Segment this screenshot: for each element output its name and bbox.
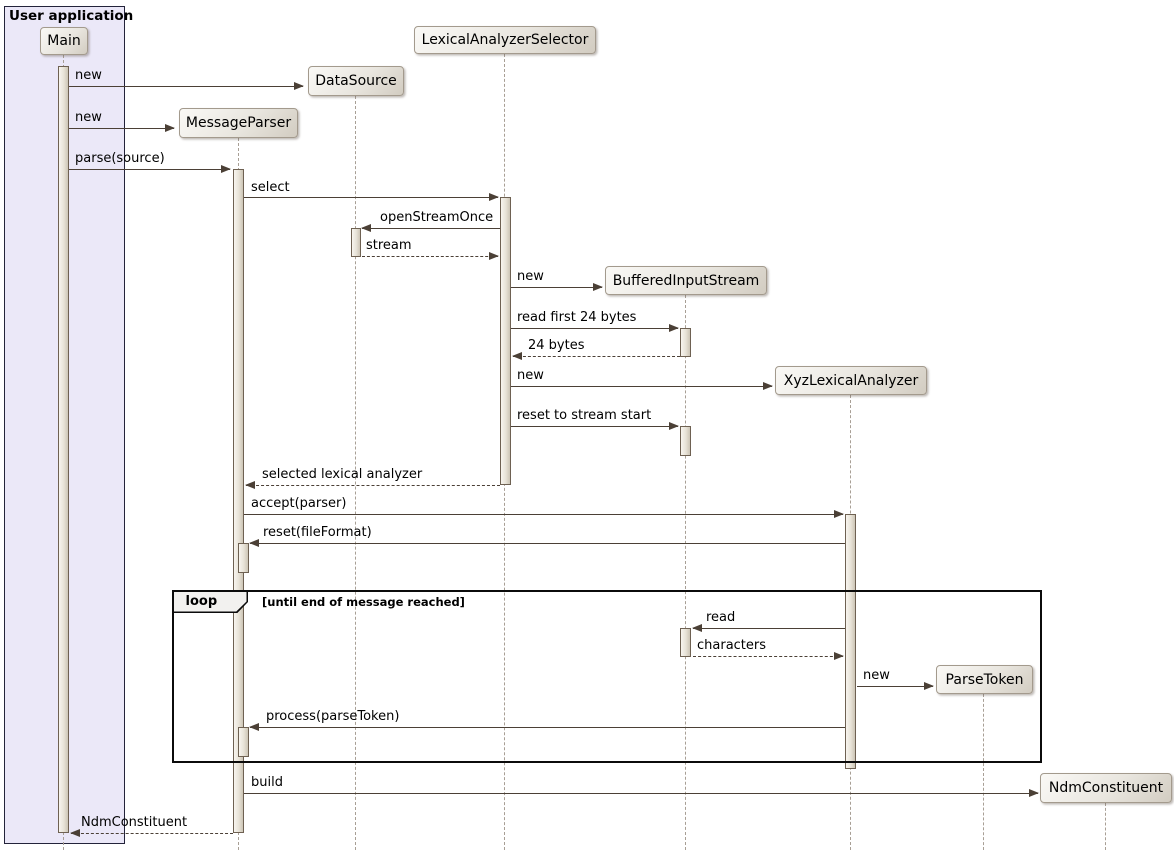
message-arrow <box>69 164 231 173</box>
message-return-arrow <box>70 828 233 837</box>
message-label: build <box>251 775 283 790</box>
participant-parse-token: ParseToken <box>936 665 1033 694</box>
message-label: openStreamOnce <box>380 210 494 225</box>
message-arrow <box>69 81 304 90</box>
arrowhead-right-icon <box>489 192 499 201</box>
message-label: new <box>75 110 102 125</box>
arrowhead-right-icon <box>221 164 231 173</box>
message-arrow <box>511 381 773 390</box>
arrowhead-right-icon <box>489 251 499 260</box>
arrowhead-left-icon <box>249 538 259 547</box>
activation-xyz-lexical-analyzer <box>845 514 856 769</box>
activation-message-parser-reset <box>238 543 249 573</box>
message-arrow <box>511 282 603 291</box>
participant-ndm-constituent: NdmConstituent <box>1040 773 1172 803</box>
message-label: read first 24 bytes <box>517 310 637 325</box>
message-label: parse(source) <box>75 151 165 166</box>
participant-buffered-input-stream: BufferedInputStream <box>605 266 767 295</box>
message-arrow <box>249 538 845 547</box>
participant-xyz-lexical-analyzer: XyzLexicalAnalyzer <box>775 366 927 395</box>
lifeline-buffered-input-stream <box>685 295 686 850</box>
activation-buffered-input-stream-reset <box>680 426 691 456</box>
message-label: selected lexical analyzer <box>262 467 423 482</box>
message-arrow <box>244 788 1039 797</box>
message-arrow <box>244 192 499 201</box>
message-label: reset(fileFormat) <box>263 525 372 540</box>
message-return-arrow <box>245 480 500 489</box>
actor-frame-title: User application <box>9 8 134 24</box>
message-label: read <box>706 610 736 625</box>
arrowhead-left-icon <box>512 351 522 360</box>
message-arrow <box>244 509 844 518</box>
activation-message-parser <box>233 169 244 833</box>
activation-message-parser-process <box>238 727 249 757</box>
arrowhead-right-icon <box>763 381 773 390</box>
message-arrow <box>249 722 845 731</box>
message-arrow <box>361 223 500 232</box>
message-label: new <box>863 668 890 683</box>
arrowhead-left-icon <box>361 223 371 232</box>
message-label: new <box>75 68 102 83</box>
arrowhead-right-icon <box>669 421 679 430</box>
message-label: stream <box>366 238 412 253</box>
arrowhead-left-icon <box>70 828 80 837</box>
arrowhead-right-icon <box>924 681 934 690</box>
message-label: reset to stream start <box>517 408 652 423</box>
message-arrow <box>511 421 679 430</box>
arrowhead-right-icon <box>1029 788 1039 797</box>
message-arrow <box>69 123 175 132</box>
activation-lexical-analyzer-selector <box>500 197 511 485</box>
activation-main <box>58 66 69 833</box>
message-label: 24 bytes <box>528 338 585 353</box>
participant-data-source: DataSource <box>308 66 404 96</box>
arrowhead-right-icon <box>834 509 844 518</box>
arrowhead-left-icon <box>692 623 702 632</box>
loop-condition: [until end of message reached] <box>262 595 465 609</box>
message-arrow <box>857 681 934 690</box>
participant-main: Main <box>40 27 88 55</box>
message-arrow <box>511 323 679 332</box>
activation-buffered-input-stream-read24 <box>680 328 691 357</box>
message-label: characters <box>697 638 767 653</box>
arrowhead-right-icon <box>593 282 603 291</box>
activation-buffered-input-stream-read <box>680 628 691 657</box>
participant-lexical-analyzer-selector: LexicalAnalyzerSelector <box>414 26 596 54</box>
message-return-arrow <box>693 651 844 660</box>
loop-fragment: loop [until end of message reached] <box>172 590 1042 763</box>
arrowhead-left-icon <box>249 722 259 731</box>
arrowhead-right-icon <box>165 123 175 132</box>
arrowhead-left-icon <box>245 480 255 489</box>
lifeline-ndm-constituent <box>1105 803 1106 850</box>
message-return-arrow <box>512 351 680 360</box>
participant-message-parser: MessageParser <box>179 108 298 138</box>
message-label: new <box>517 368 544 383</box>
message-label: accept(parser) <box>251 496 347 511</box>
arrowhead-right-icon <box>294 81 304 90</box>
message-label: process(parseToken) <box>266 709 400 724</box>
message-arrow <box>692 623 845 632</box>
lifeline-parse-token <box>983 694 984 850</box>
arrowhead-right-icon <box>834 651 844 660</box>
activation-data-source <box>351 228 361 257</box>
message-label: select <box>251 180 290 195</box>
message-return-arrow <box>362 251 499 260</box>
message-label: NdmConstituent <box>81 815 188 830</box>
arrowhead-right-icon <box>669 323 679 332</box>
lifeline-data-source <box>355 96 356 850</box>
message-label: new <box>517 269 544 284</box>
